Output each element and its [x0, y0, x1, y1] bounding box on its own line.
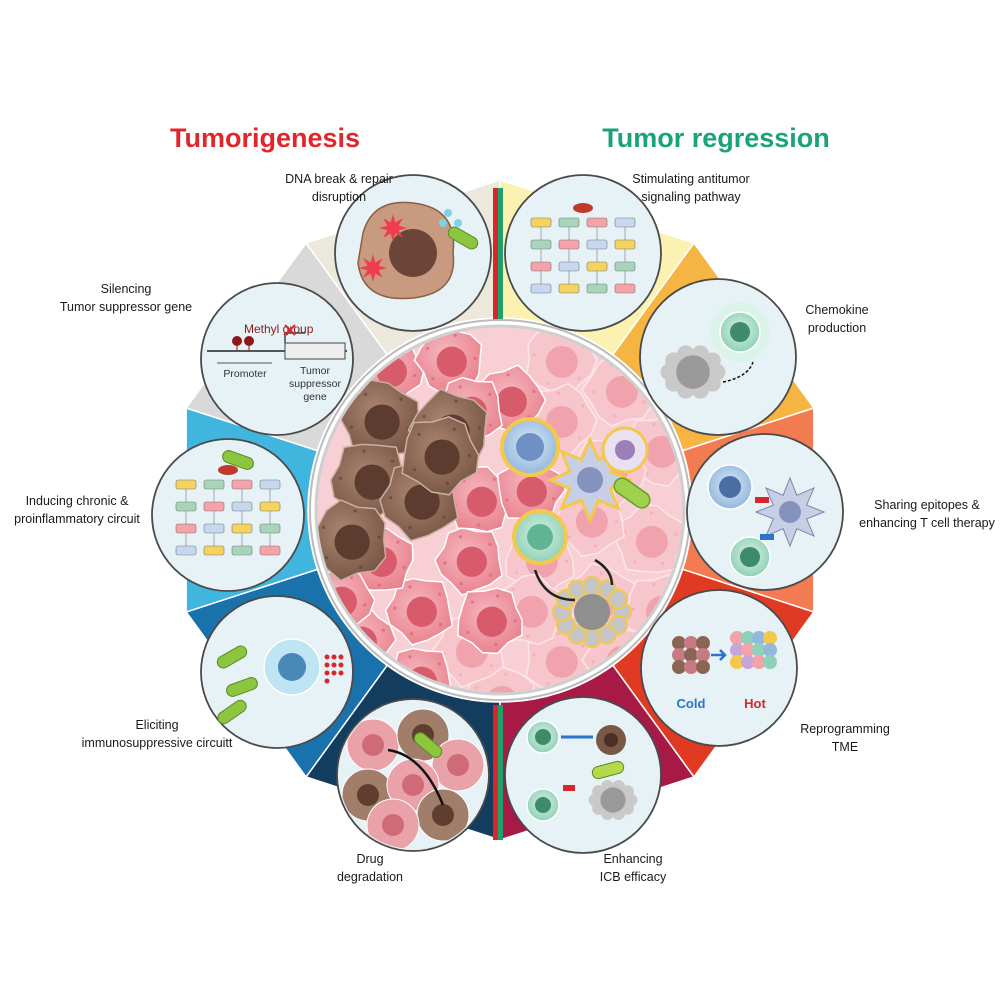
panel-icb	[504, 696, 662, 854]
label-icb-line2: ICB efficacy	[600, 870, 667, 884]
label-antitumor-line2: signaling pathway	[641, 190, 741, 204]
label-silencing-line1: Silencing	[101, 282, 152, 296]
label-drug-line2: degradation	[337, 870, 403, 884]
tumor-regression-heading: Tumor regression	[602, 123, 830, 153]
label-epitopes-line1: Sharing epitopes &	[874, 498, 980, 512]
center-divider	[493, 188, 503, 840]
tumor-suppressor-gene-label-2: gene	[303, 391, 327, 403]
panel-drug	[336, 698, 490, 852]
panel-immunosuppressive	[200, 595, 354, 749]
panel-chemokine	[639, 278, 797, 436]
label-chronic-line2: proinflammatory circuit	[14, 512, 140, 526]
label-dna-break-line2: disruption	[312, 190, 366, 204]
cold-label: Cold	[677, 696, 706, 711]
methyl-group-label: Methyl group	[244, 322, 314, 336]
tumorigenesis-heading: Tumorigenesis	[170, 123, 360, 153]
panel-antitumor	[504, 174, 662, 332]
label-chemokine-line2: production	[808, 321, 866, 335]
label-immunosuppressive-line2: immunosuppressive circuitt	[82, 736, 233, 750]
label-silencing-line2: Tumor suppressor gene	[60, 300, 192, 314]
label-tme-line1: Reprogramming	[800, 722, 890, 736]
label-epitopes-line2: enhancing T cell therapy	[859, 516, 995, 530]
label-chemokine-line1: Chemokine	[805, 303, 868, 317]
label-icb-line1: Enhancing	[603, 852, 662, 866]
hot-label: Hot	[744, 696, 766, 711]
tumor-suppressor-gene-label-1: suppressor	[289, 378, 341, 390]
panel-dna-break	[334, 174, 492, 332]
label-chronic-line1: Inducing chronic &	[26, 494, 130, 508]
panel-epitopes	[686, 433, 844, 591]
label-tme-line2: TME	[832, 740, 858, 754]
tumor-suppressor-gene-label-0: Tumor	[300, 365, 330, 377]
label-dna-break-line1: DNA break & repair	[285, 172, 393, 186]
panel-chronic	[151, 438, 305, 592]
panel-tme: Cold Hot	[640, 589, 798, 747]
label-immunosuppressive-line1: Eliciting	[135, 718, 178, 732]
label-antitumor-line1: Stimulating antitumor	[632, 172, 749, 186]
promoter-label: Promoter	[223, 368, 267, 380]
label-drug-line1: Drug	[356, 852, 383, 866]
panel-labels: DNA break & repair disruption Silencing …	[14, 172, 995, 884]
